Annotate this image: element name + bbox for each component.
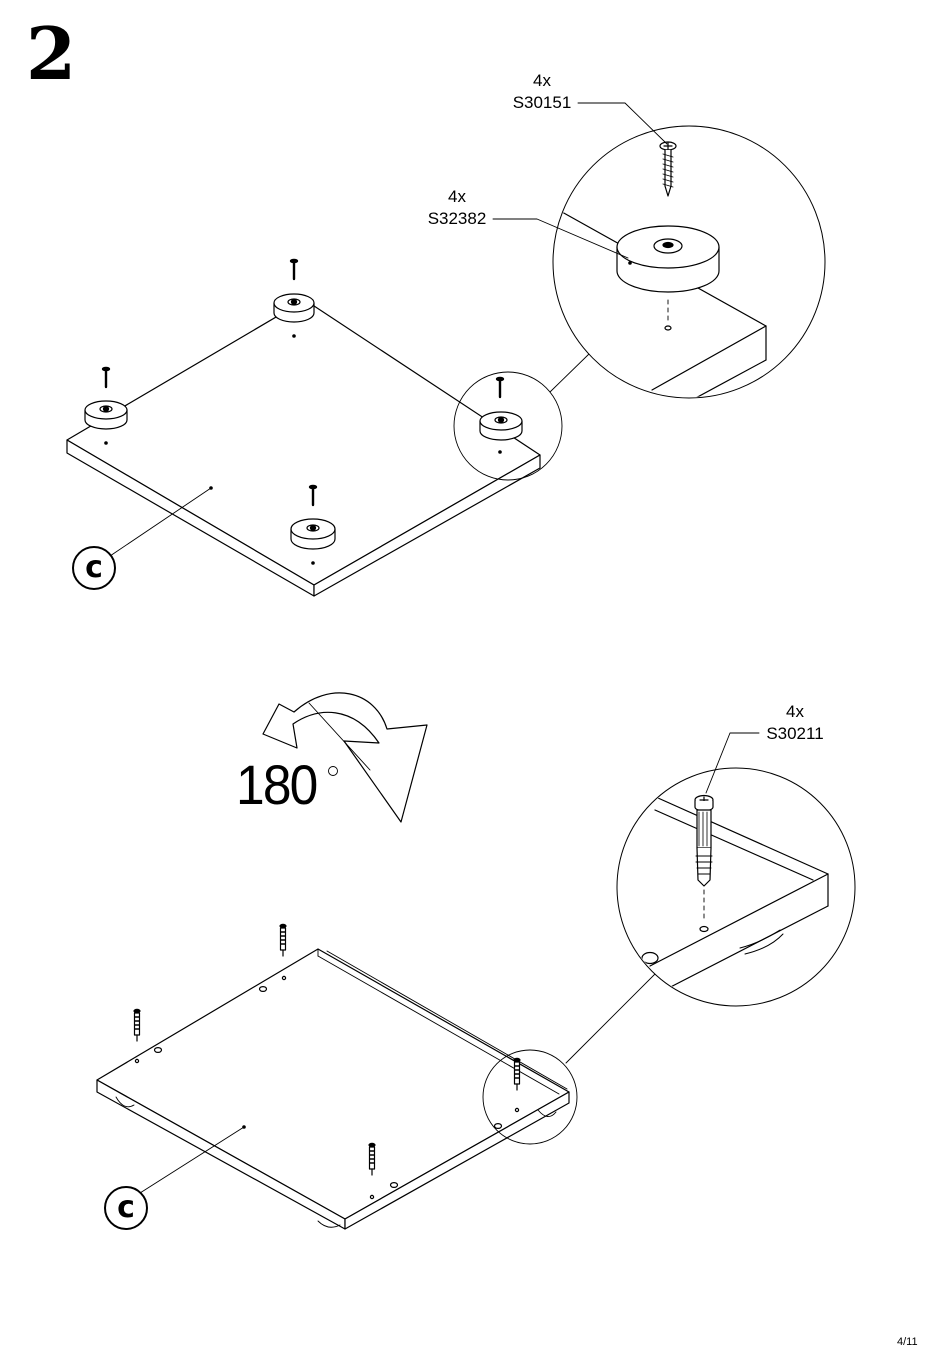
foot-quantity: 4x bbox=[421, 186, 493, 208]
panel-label: c bbox=[117, 1193, 135, 1223]
screw-quantity: 4x bbox=[506, 70, 578, 92]
rotation-degrees: 180 bbox=[236, 752, 316, 817]
page-number: 4/11 bbox=[897, 1336, 918, 1348]
screw-icon bbox=[103, 367, 110, 387]
panel-top-view bbox=[67, 300, 540, 596]
screw-icon bbox=[497, 377, 504, 397]
screw-code: S30151 bbox=[506, 92, 578, 114]
screw-icon bbox=[291, 259, 298, 279]
connector-icon bbox=[134, 1009, 140, 1041]
foot-part-label: 4x S32382 bbox=[421, 186, 493, 230]
connector-part-label: 4x S30211 bbox=[759, 701, 831, 745]
panel-label-badge: c bbox=[104, 1186, 148, 1230]
screw-part-label: 4x S30151 bbox=[506, 70, 578, 114]
step-number: 2 bbox=[26, 18, 76, 90]
connector-quantity: 4x bbox=[759, 701, 831, 723]
connector-code: S30211 bbox=[759, 723, 831, 745]
panel-label: c bbox=[85, 553, 103, 583]
magnified-connector-detail bbox=[617, 768, 855, 1006]
connector-icon bbox=[280, 924, 286, 956]
foot-code: S32382 bbox=[421, 208, 493, 230]
panel-label-badge: c bbox=[72, 546, 116, 590]
magnified-foot-detail bbox=[553, 126, 825, 420]
panel-bottom-view bbox=[97, 949, 569, 1229]
